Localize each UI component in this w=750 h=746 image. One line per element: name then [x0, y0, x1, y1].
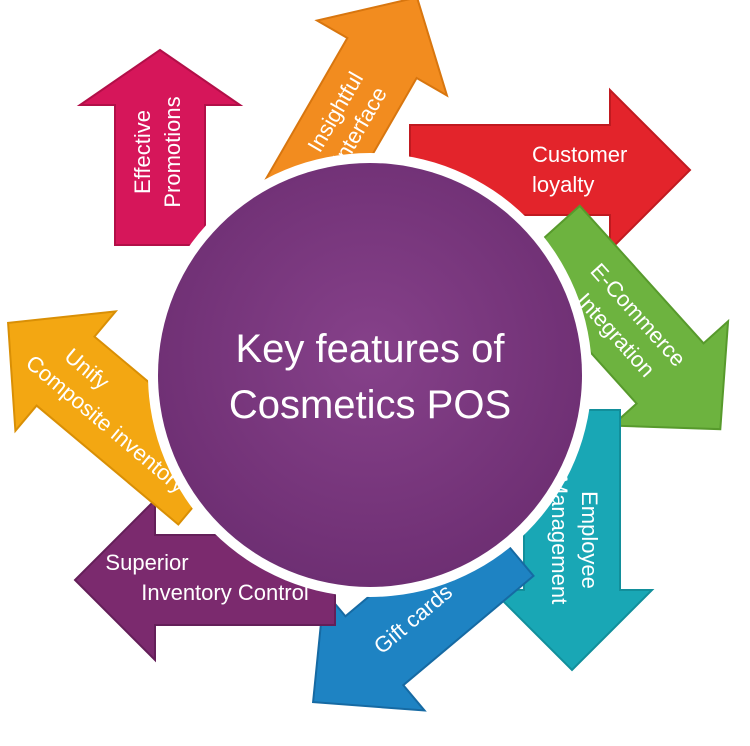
arrow-effective-promotions: Effective Promotions: [76, 48, 244, 246]
center-title-line-1: Key features of: [235, 327, 505, 371]
arrow-label-line-1: Customer: [532, 142, 627, 167]
arrow-label-line-1: Employee: [577, 491, 602, 589]
arrow-label-line-1: Superior: [105, 550, 188, 575]
arrow-label-line-2: loyalty: [532, 172, 594, 197]
arrow-label-line-1: Effective: [130, 110, 155, 194]
arrow-label-line-2: Inventory Control: [141, 580, 309, 605]
center-title-line-2: Cosmetics POS: [229, 383, 511, 427]
arrow-label-line-2: Promotions: [160, 96, 185, 207]
center-hub: Key features of Cosmetics POS: [148, 153, 592, 597]
arrow-ecommerce-integration: E-Commerce Integration: [511, 204, 730, 431]
arrow-body: [76, 48, 244, 246]
center-circle: [158, 163, 582, 587]
